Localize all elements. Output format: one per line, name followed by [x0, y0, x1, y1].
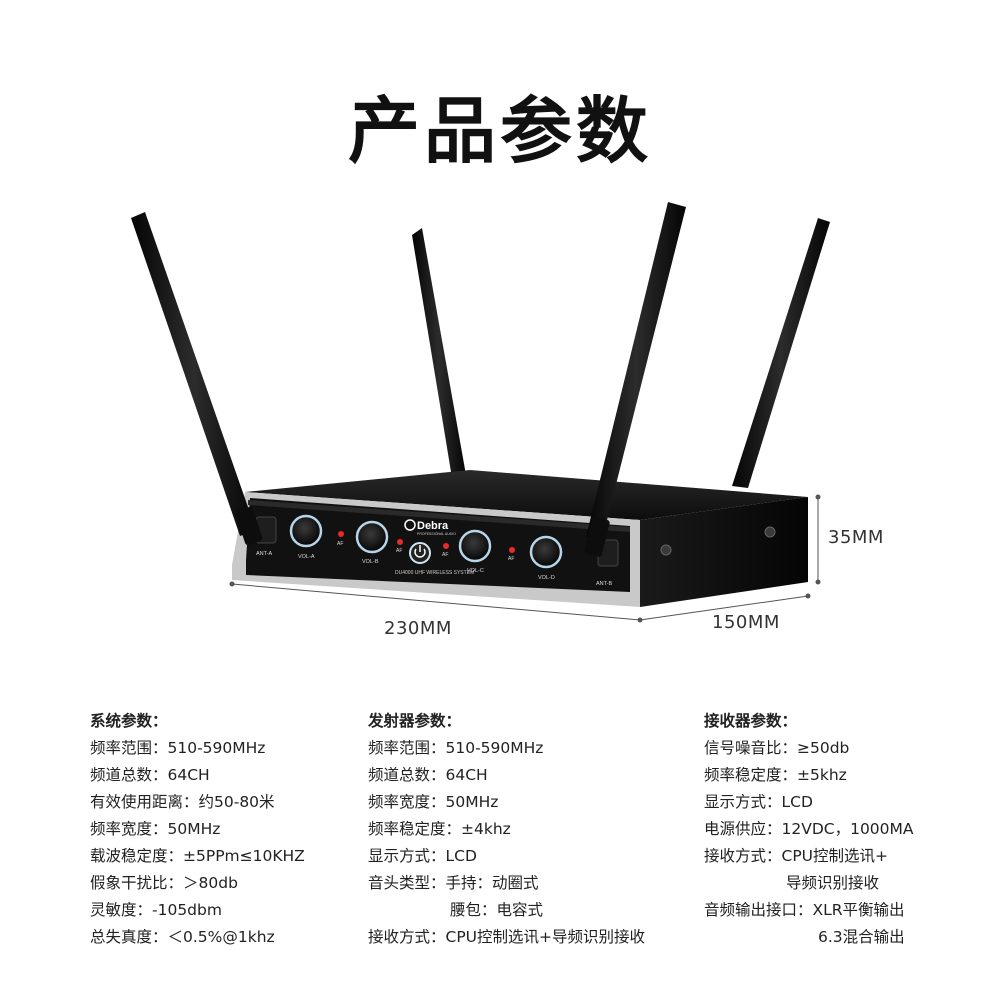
label-vol-a: VOL-A: [298, 554, 315, 560]
system-row: 载波稳定度：±5PPm≤10KHZ: [90, 847, 305, 865]
af-led-2: [397, 539, 403, 545]
dimension-width: 230MM: [384, 618, 452, 639]
antenna-back-left: [412, 228, 466, 478]
receiver-row-continued: 6.3混合输出: [818, 928, 905, 946]
knob-vol-b: [355, 520, 389, 554]
transmitter-row: 频率稳定度：±4khz: [368, 820, 511, 838]
system-row: 频率范围：510-590MHz: [90, 739, 266, 757]
label-ant-b: ANT-B: [596, 581, 613, 587]
wireless-receiver-image: Debra PROFESSIONAL AUDIO DU4000 UHF WIRE…: [131, 202, 830, 623]
transmitter-row: 频道总数：64CH: [368, 766, 488, 784]
transmitter-params: 发射器参数： 频率范围：510-590MHz 频道总数：64CH 频率宽度：50…: [368, 708, 645, 951]
receiver-row: 频率稳定度：±5khz: [704, 766, 847, 784]
af-led-3: [443, 543, 449, 549]
dimension-lines: [229, 494, 821, 623]
knob-vol-a: [289, 514, 323, 548]
receiver-side: [640, 497, 808, 607]
receiver-row: 音频输出接口：XLR平衡输出: [704, 901, 905, 919]
antenna-front-right: [586, 202, 686, 540]
label-vol-b: VOL-B: [362, 559, 379, 565]
antenna-front-left: [131, 212, 256, 536]
system-row: 频道总数：64CH: [90, 766, 210, 784]
label-af-2: AF: [396, 548, 402, 554]
brand-subtitle: PROFESSIONAL AUDIO: [417, 532, 456, 536]
antenna-back-right: [732, 218, 830, 488]
transmitter-row: 音头类型：手持：动圈式: [368, 874, 539, 892]
page-title: 产品参数: [347, 89, 652, 173]
receiver-row: 信号噪音比：≥50db: [704, 739, 850, 757]
system-row: 有效使用距离：约50-80米: [90, 793, 275, 811]
label-af-4: AF: [508, 556, 514, 562]
label-vol-c: VOL-C: [467, 568, 484, 574]
receiver-params: 接收器参数： 信号噪音比：≥50db 频率稳定度：±5khz 显示方式：LCD …: [704, 708, 914, 951]
brand-name: Debra: [417, 520, 449, 532]
af-led-1: [338, 531, 344, 537]
transmitter-row: 频率宽度：50MHz: [368, 793, 499, 811]
model-line: DU4000 UHF WIRELESS SYSTEM: [395, 570, 474, 576]
knob-vol-d: [529, 535, 563, 569]
system-row: 灵敏度：-105dbm: [90, 901, 222, 919]
label-af-3: AF: [442, 552, 448, 558]
brand-logo-icon: [404, 519, 416, 531]
receiver-row: 电源供应：12VDC，1000MA: [704, 820, 914, 838]
dimension-height: 35MM: [828, 527, 884, 548]
power-button-icon: [409, 542, 431, 564]
receiver-row: 显示方式：LCD: [704, 793, 813, 811]
receiver-row-continued: 导频识别接收: [786, 874, 880, 892]
transmitter-heading: 发射器参数：: [368, 712, 462, 730]
af-led-4: [509, 547, 515, 553]
knob-vol-c: [458, 529, 492, 563]
transmitter-row: 接收方式：CPU控制选讯+导频识别接收: [368, 928, 646, 946]
system-row: 假象干扰比：＞80db: [90, 874, 238, 892]
dimension-depth: 150MM: [712, 612, 780, 633]
system-params: 系统参数： 频率范围：510-590MHz 频道总数：64CH 有效使用距离：约…: [90, 708, 305, 951]
transmitter-row: 频率范围：510-590MHz: [368, 739, 544, 757]
label-af-1: AF: [337, 541, 343, 547]
transmitter-row: 显示方式：LCD: [368, 847, 477, 865]
receiver-heading: 接收器参数：: [704, 712, 798, 730]
label-vol-d: VOL-D: [538, 575, 555, 581]
system-heading: 系统参数：: [90, 712, 168, 730]
system-row: 总失真度：＜0.5%@1khz: [90, 928, 275, 946]
system-row: 频率宽度：50MHz: [90, 820, 221, 838]
receiver-top: [245, 470, 808, 520]
receiver-row: 接收方式：CPU控制选讯+: [704, 847, 889, 865]
label-ant-a: ANT-A: [256, 551, 273, 557]
transmitter-row-continued: 腰包：电容式: [450, 901, 544, 919]
